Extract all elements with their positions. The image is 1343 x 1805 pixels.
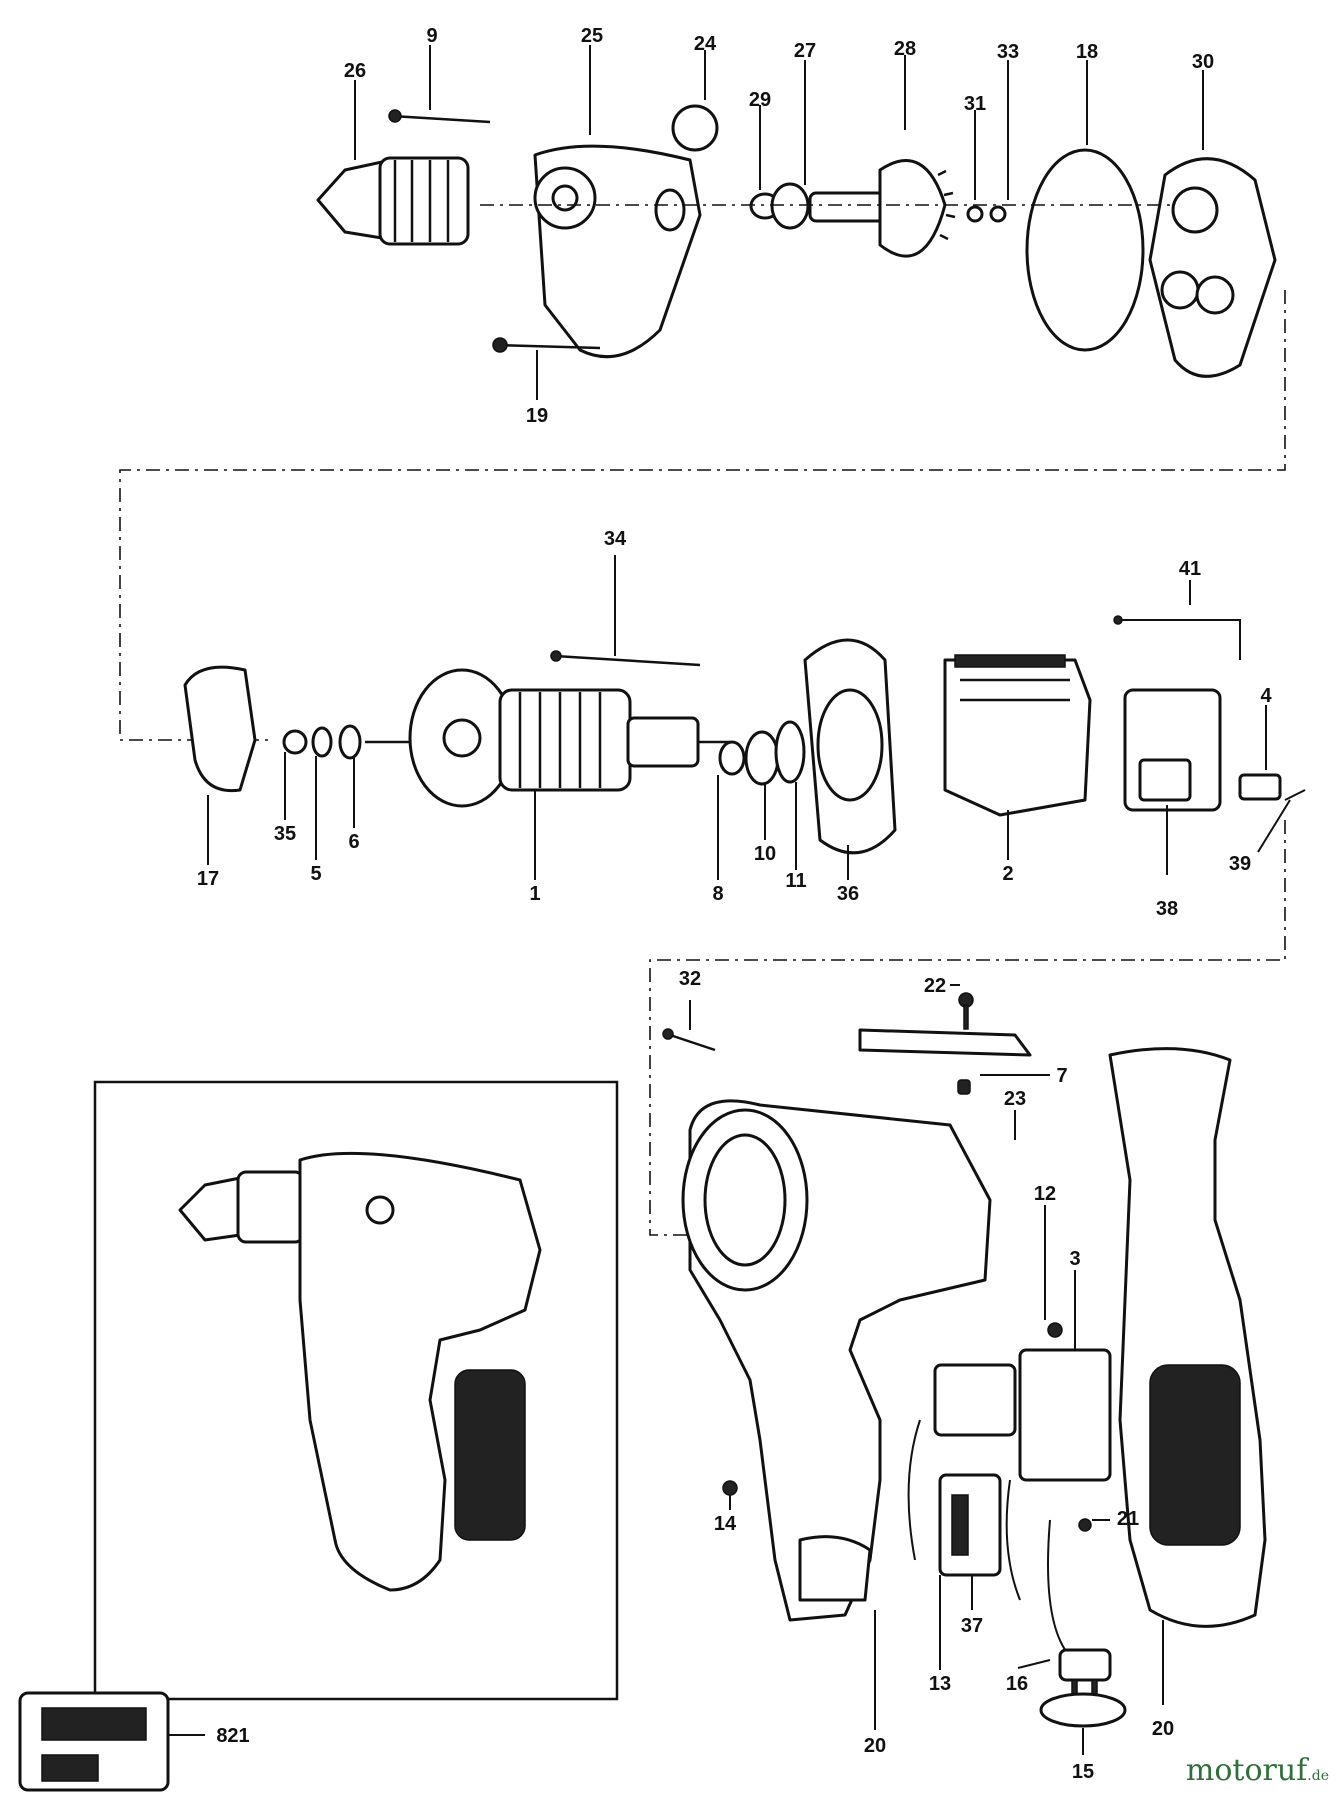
part-label: 39 <box>1229 853 1251 875</box>
watermark-logo: motoruf.de <box>1186 1753 1329 1788</box>
housing-right <box>1108 1047 1267 1628</box>
bearing-27 <box>770 182 810 230</box>
part-label: 14 <box>714 1513 737 1535</box>
washer-35 <box>282 729 308 755</box>
part-label: 33 <box>997 41 1019 63</box>
armature-1 <box>365 668 730 808</box>
part-label: 1 <box>529 883 540 905</box>
watermark-tld: .de <box>1307 1768 1329 1784</box>
brush-holder-38 <box>1123 688 1222 812</box>
part-label: 18 <box>1076 41 1098 63</box>
suppressor-13 <box>938 1473 1002 1577</box>
part-label: 12 <box>1034 1183 1056 1205</box>
part-label: 23 <box>1004 1088 1026 1110</box>
connector-line-2 <box>649 820 1286 1236</box>
part-label: 37 <box>961 1615 983 1637</box>
part-label: 27 <box>794 40 816 62</box>
switch-lever-22 <box>858 992 1032 1057</box>
screw-34 <box>550 650 701 667</box>
screw-19 <box>492 337 601 353</box>
switch-3 <box>933 1348 1112 1482</box>
part-label: 9 <box>426 25 437 47</box>
cord-16 <box>1047 1519 1112 1703</box>
part-label: 34 <box>604 528 627 550</box>
part-label: 3 <box>1069 1248 1080 1270</box>
part-label: 6 <box>348 831 359 853</box>
label-821-box <box>18 1691 205 1792</box>
screws-misc <box>722 1079 1092 1532</box>
housing-left <box>681 1099 992 1622</box>
part-label: 15 <box>1072 1761 1094 1783</box>
chuck-26 <box>316 156 470 246</box>
fan-10 <box>744 730 780 786</box>
part-label: 32 <box>679 968 701 990</box>
bearing-8 <box>718 740 746 776</box>
part-label: 38 <box>1156 898 1178 920</box>
part-label: 26 <box>344 60 366 82</box>
part-label: 24 <box>694 33 717 55</box>
field-2 <box>943 654 1092 817</box>
part-label: 5 <box>310 863 321 885</box>
gear-plate-30 <box>1148 157 1277 378</box>
part-label: 20 <box>1152 1718 1174 1740</box>
o-ring-18 <box>1025 148 1145 352</box>
part-label: 17 <box>197 868 219 890</box>
connector-line-1 <box>119 290 1286 741</box>
part-label: 8 <box>712 883 723 905</box>
screw-32 <box>662 1028 716 1052</box>
spring-washer-5 <box>311 726 333 758</box>
bearing-11 <box>774 720 806 784</box>
part-label: 19 <box>526 405 548 427</box>
part-label: 31 <box>964 93 986 115</box>
baffle-17 <box>183 665 257 793</box>
part-label: 20 <box>864 1735 886 1757</box>
part-label: 35 <box>274 823 296 845</box>
part-label: 2 <box>1002 863 1013 885</box>
washer-31 <box>966 205 984 223</box>
part-label: 821 <box>216 1725 249 1747</box>
part-label: 30 <box>1192 51 1214 73</box>
part-label: 36 <box>837 883 859 905</box>
part-label: 25 <box>581 25 603 47</box>
part-label: 22 <box>924 975 946 997</box>
part-number-labels: 9 25 24 27 28 33 18 30 26 29 31 19 34 41… <box>197 25 1273 1783</box>
leader-lines <box>207 45 1291 1755</box>
wire-41-end <box>1113 615 1123 625</box>
fan-baffle-36 <box>803 638 897 855</box>
brush-4 <box>1238 773 1282 801</box>
part-label: 16 <box>1006 1673 1028 1695</box>
part-label: 11 <box>785 870 806 892</box>
part-label: 4 <box>1260 685 1272 707</box>
part-label: 28 <box>894 38 916 60</box>
part-label: 7 <box>1056 1065 1067 1087</box>
wire-41 <box>1115 619 1241 660</box>
part-label: 29 <box>749 89 771 111</box>
washer-6 <box>338 724 362 760</box>
cap-24 <box>671 104 719 152</box>
part-label: 10 <box>754 843 776 865</box>
wires-37 <box>907 1419 1021 1601</box>
part-label: 21 <box>1117 1508 1139 1530</box>
strain-relief-15 <box>1039 1692 1127 1728</box>
part-label: 13 <box>929 1673 951 1695</box>
washer-33 <box>989 205 1007 223</box>
screw-9 <box>388 109 491 124</box>
spindle-gear-28 <box>808 159 956 258</box>
spring-39 <box>1284 789 1306 801</box>
watermark-brand: motoruf <box>1185 1753 1308 1788</box>
part-label: 41 <box>1179 558 1201 580</box>
assembled-drill-inset <box>93 1080 619 1701</box>
gear-housing-25 <box>533 144 702 359</box>
